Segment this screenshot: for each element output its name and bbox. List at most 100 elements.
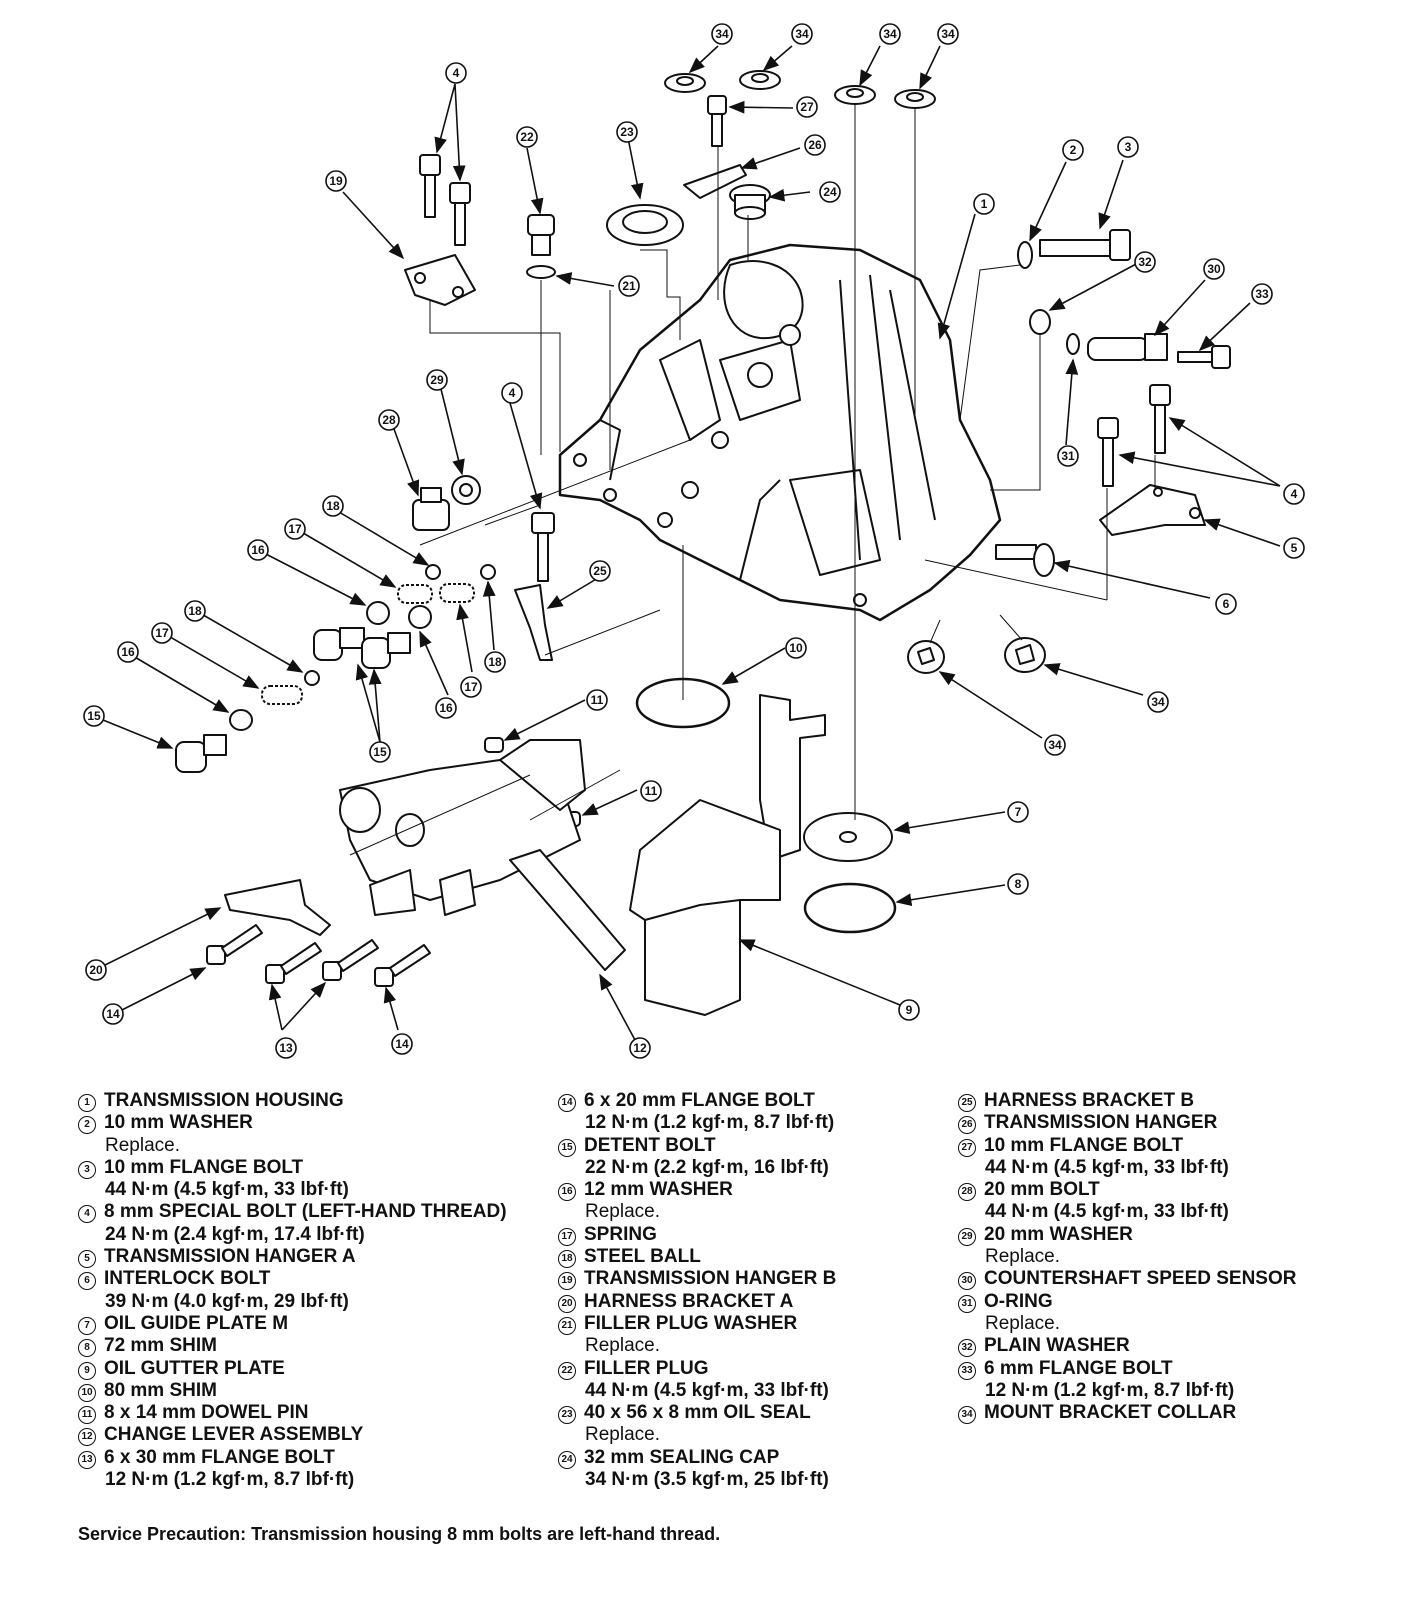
callout-17: 17 — [464, 680, 478, 694]
callout-30: 30 — [1207, 262, 1221, 276]
oil-guide-plate-part — [803, 812, 893, 862]
legend-replace-note: Replace. — [985, 1246, 1060, 1268]
legend-part-name: FILLER PLUG — [584, 1357, 709, 1379]
legend-replace-note: Replace. — [585, 1201, 660, 1223]
callout-21: 21 — [622, 279, 636, 293]
countershaft-speed-sensor-part — [1087, 333, 1168, 361]
legend-number-badge: 34 — [958, 1406, 976, 1425]
legend-item-23: 23 40 x 56 x 8 mm OIL SEAL — [558, 1402, 836, 1425]
spring-part — [261, 685, 303, 705]
callout-18: 18 — [488, 655, 502, 669]
legend-number-badge: 27 — [958, 1138, 976, 1157]
legend-number-badge: 28 — [958, 1183, 976, 1202]
transmission-housing-part — [558, 243, 1002, 622]
callout-20: 20 — [89, 963, 103, 977]
callout-1: 1 — [981, 197, 988, 211]
callout-18: 18 — [326, 499, 340, 513]
legend-item-32: 32 PLAIN WASHER — [958, 1335, 1296, 1358]
flange-bolt-part — [1177, 345, 1231, 369]
legend-part-name: CHANGE LEVER ASSEMBLY — [104, 1424, 364, 1446]
bolt-part — [412, 487, 450, 531]
dowel-pin-part — [484, 737, 504, 753]
o-ring-part — [1066, 333, 1080, 355]
steel-ball-part — [480, 564, 496, 580]
shim-part — [803, 882, 897, 934]
legend-replace-note: Replace. — [985, 1312, 1060, 1334]
legend-number-badge: 12 — [78, 1428, 96, 1447]
washer-part — [1017, 241, 1033, 269]
callout-11: 11 — [645, 784, 658, 798]
sealing-cap-part — [729, 184, 771, 220]
callout-34: 34 — [715, 27, 729, 41]
special-bolt-part — [531, 512, 555, 582]
detent-bolt-part — [361, 632, 411, 669]
callout-16: 16 — [439, 701, 453, 715]
legend-number-badge: 15 — [558, 1138, 576, 1157]
legend-number-badge: 14 — [558, 1094, 576, 1112]
callout-23: 23 — [620, 125, 634, 139]
legend-part-name: 80 mm SHIM — [104, 1379, 217, 1401]
legend-item-12: 12 CHANGE LEVER ASSEMBLY — [78, 1424, 507, 1447]
legend-part-name: 6 x 30 mm FLANGE BOLT — [104, 1446, 335, 1468]
legend-number-badge: 23 — [558, 1406, 576, 1425]
legend-torque-spec: 44 N·m (4.5 kgf·m, 33 lbf·ft) — [985, 1201, 1229, 1223]
legend-part-name: PLAIN WASHER — [984, 1335, 1130, 1357]
oil-seal-part — [606, 204, 684, 246]
legend-part-name: 40 x 56 x 8 mm OIL SEAL — [584, 1402, 811, 1424]
interlock-bolt-part — [995, 543, 1055, 577]
legend-part-name: HARNESS BRACKET A — [584, 1290, 794, 1312]
legend-number-badge: 30 — [958, 1272, 976, 1291]
steel-ball-part — [425, 564, 441, 580]
legend-item-22: 22 FILLER PLUG — [558, 1358, 836, 1380]
special-bolt-part — [449, 182, 471, 246]
change-lever-assembly-part — [339, 739, 626, 971]
legend-number-badge: 32 — [958, 1339, 976, 1358]
legend-part-name: TRANSMISSION HANGER A — [104, 1246, 356, 1268]
special-bolt-part — [1097, 417, 1119, 487]
callout-16: 16 — [121, 645, 135, 659]
legend-number-badge: 5 — [78, 1250, 96, 1269]
legend-replace-note: Replace. — [585, 1424, 660, 1446]
callout-14: 14 — [395, 1037, 409, 1051]
callout-8: 8 — [1015, 877, 1022, 891]
filler-plug-washer-part — [526, 265, 556, 279]
legend-part-name: DETENT BOLT — [584, 1134, 716, 1156]
mount-bracket-collar-part — [739, 70, 781, 90]
callout-34: 34 — [883, 27, 897, 41]
callout-4: 4 — [1291, 487, 1298, 501]
legend-torque-spec: 44 N·m (4.5 kgf·m, 33 lbf·ft) — [985, 1156, 1229, 1178]
washer-part — [408, 605, 432, 629]
washer-part — [366, 601, 390, 625]
callout-33: 33 — [1255, 287, 1269, 301]
callout-26: 26 — [808, 138, 822, 152]
oil-gutter-plate-part — [629, 694, 826, 1016]
legend-number-badge: 26 — [958, 1116, 976, 1135]
callout-13: 13 — [279, 1041, 293, 1055]
callout-5: 5 — [1291, 541, 1298, 555]
callout-15: 15 — [87, 709, 101, 723]
legend-part-name: 10 mm WASHER — [104, 1112, 253, 1134]
legend-part-name: 6 x 20 mm FLANGE BOLT — [584, 1090, 815, 1111]
legend-torque-spec: 12 N·m (1.2 kgf·m, 8.7 lbf·ft) — [105, 1469, 355, 1491]
legend-part-name: MOUNT BRACKET COLLAR — [984, 1402, 1237, 1424]
legend-part-name: 10 mm FLANGE BOLT — [104, 1156, 304, 1178]
flange-bolt-part — [322, 939, 379, 981]
callout-7: 7 — [1015, 805, 1022, 819]
legend-part-name: TRANSMISSION HOUSING — [104, 1090, 344, 1111]
legend-part-name: INTERLOCK BOLT — [104, 1268, 271, 1290]
legend-number-badge: 22 — [558, 1361, 576, 1380]
spring-part — [397, 584, 433, 604]
mount-bracket-collar-part — [834, 85, 876, 105]
